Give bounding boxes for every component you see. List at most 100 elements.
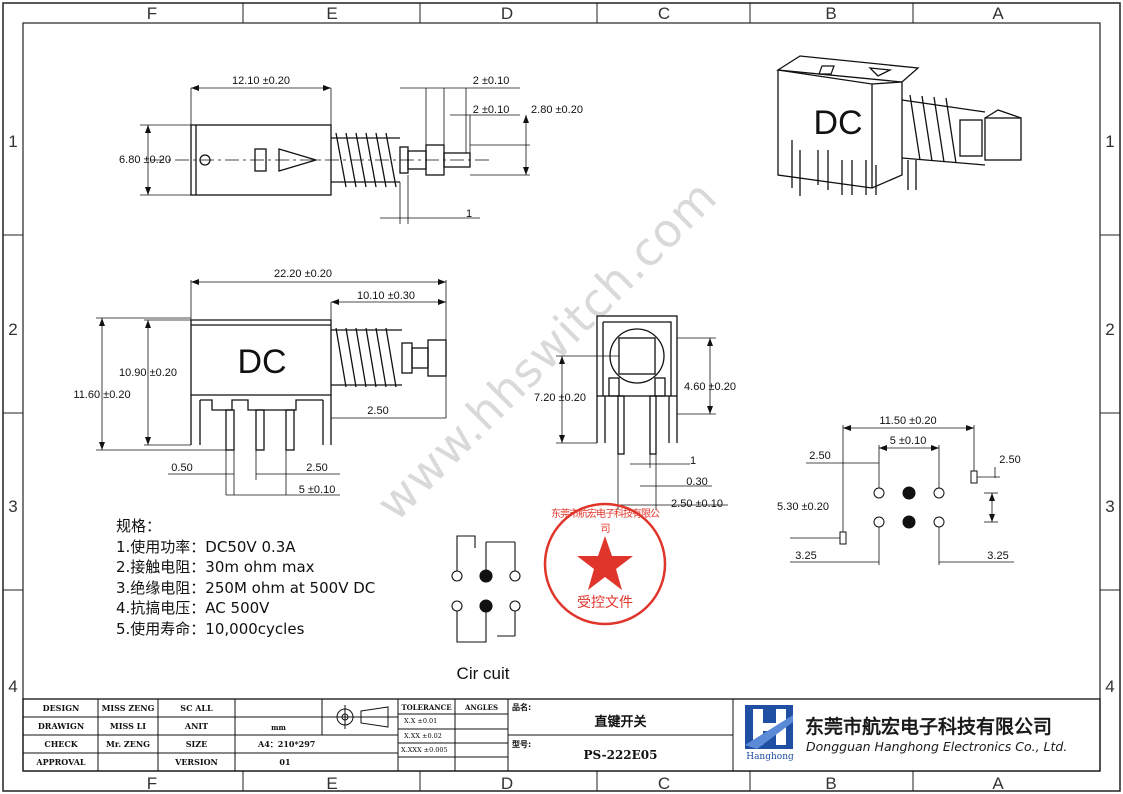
zone-label-bottom-e: E	[326, 774, 337, 793]
spec-title: 规格：	[116, 517, 162, 535]
zone-label-right-4: 4	[1105, 677, 1114, 696]
footprint-dimensions	[790, 425, 1014, 565]
top-view	[150, 124, 490, 196]
dim-fp-right-offset: 2.50	[999, 454, 1020, 466]
zone-label-bottom-f: F	[147, 774, 157, 793]
iso-view	[776, 55, 1022, 196]
zone-label-left-1: 1	[8, 132, 17, 151]
tb-check-name: Mr. ZENG	[106, 739, 150, 749]
control-stamp	[543, 502, 667, 626]
circuit-diagram	[451, 535, 521, 643]
zone-label-right-2: 2	[1105, 320, 1114, 339]
dim-top-button-width: 2 ±0.10	[473, 75, 510, 87]
tb-size-label: SIZE	[185, 739, 208, 749]
tb-drawing-name: MISS LI	[109, 721, 147, 731]
tb-approval-label: APPROVAL	[36, 757, 86, 767]
tb-unit-label: ANIT	[184, 721, 209, 731]
zone-label-left-4: 4	[8, 677, 17, 696]
spec-line: 3.绝缘电阻：250M ohm at 500V DC	[116, 578, 376, 597]
dim-top-button-step: 2 ±0.10	[473, 104, 510, 116]
tb-tolerance-header: TOLERANCE	[401, 703, 452, 712]
dim-side-pin-span: 5 ±0.10	[299, 484, 336, 496]
spec-line: 2.接触电阻：30m ohm max	[116, 558, 315, 576]
dim-end-body-height: 7.20 ±0.20	[534, 392, 586, 404]
title-block	[22, 698, 1101, 772]
company-logo	[745, 705, 793, 749]
spec-line: 5.使用寿命：10,000cycles	[116, 619, 305, 638]
tb-company-en: Dongguan Hanghong Electronics Co., Ltd.	[806, 739, 1068, 754]
zone-label-bottom-d: D	[501, 774, 513, 793]
dim-end-pin-thickness: 1	[690, 455, 696, 467]
zone-label-top-c: C	[658, 4, 670, 23]
zone-label-left-2: 2	[8, 320, 17, 339]
zone-label-bottom-a: A	[992, 774, 1004, 793]
dim-fp-right-edge: 3.25	[987, 550, 1008, 562]
iso-view-marking: DC	[813, 104, 862, 142]
side-view-dimensions	[96, 279, 447, 496]
zone-label-right-1: 1	[1105, 132, 1114, 151]
projection-symbol	[333, 705, 389, 729]
tb-tolerance-3: X.XXX ±0.005	[401, 746, 448, 754]
dim-fp-width: 11.50 ±0.20	[879, 415, 936, 427]
tb-product-name: 直键开关	[594, 715, 647, 730]
dim-side-plunger-length: 10.10 ±0.30	[357, 290, 415, 302]
dim-side-pin-width: 0.50	[171, 462, 192, 474]
dim-fp-left-offset: 2.50	[809, 450, 830, 462]
footprint	[839, 470, 978, 545]
end-view	[596, 315, 678, 455]
circuit-label: Cir cuit	[457, 664, 510, 683]
zone-label-right-3: 3	[1105, 497, 1114, 516]
dim-side-body-height: 10.90 ±0.20	[119, 367, 177, 379]
zone-label-top-b: B	[825, 4, 836, 23]
zone-label-top-e: E	[326, 4, 337, 23]
tb-model-label: 型号:	[512, 740, 532, 749]
dim-end-pin-pitch: 2.50 ±0.10	[671, 498, 723, 510]
tb-size-value: A4：210*297	[258, 739, 316, 749]
zone-label-top-d: D	[501, 4, 513, 23]
spec-line: 4.抗搞电压：AC 500V	[116, 599, 270, 617]
tb-check-label: CHECK	[44, 739, 78, 749]
tb-design-label: DESIGN	[42, 703, 80, 713]
dim-end-button-height: 4.60 ±0.20	[684, 381, 736, 393]
tb-angles-header: ANGLES	[464, 703, 499, 712]
dim-fp-left-edge: 3.25	[795, 550, 816, 562]
dim-side-pin-pitch: 2.50	[306, 462, 327, 474]
zone-label-bottom-c: C	[658, 774, 670, 793]
side-view-marking: DC	[237, 343, 286, 381]
tb-drawing-label: DRAWIGN	[37, 721, 85, 731]
dim-side-total-length: 22.20 ±0.20	[274, 268, 332, 280]
side-view	[190, 319, 447, 451]
spec-line: 1.使用功率：DC50V 0.3A	[116, 537, 296, 556]
logo-text: Hanghong	[746, 752, 794, 762]
tb-unit-value: mm	[271, 723, 286, 732]
tb-version-label: VERSION	[175, 757, 218, 767]
dim-top-button-height: 2.80 ±0.20	[531, 104, 583, 116]
end-view-dimensions	[556, 337, 728, 510]
dim-side-plunger-offset: 2.50	[367, 405, 388, 417]
spec-block: 规格： 1.使用功率：DC50V 0.3A 2.接触电阻：30m ohm max…	[116, 516, 375, 639]
dim-top-length: 12.10 ±0.20	[232, 75, 290, 87]
stamp-star-icon	[577, 536, 633, 590]
stamp-company-text: 东莞市航宏电子科技有限公司	[551, 509, 660, 535]
dim-end-pin-gap: 0.30	[686, 476, 707, 488]
tb-tolerance-1: X.X ±0.01	[404, 717, 438, 725]
zone-label-top-f: F	[147, 4, 157, 23]
dim-fp-row-spacing: 5.30 ±0.20	[777, 501, 829, 513]
dim-top-body-width: 6.80 ±0.20	[119, 154, 171, 166]
tb-design-name: MISS ZENG	[101, 703, 155, 713]
tb-version-value: 01	[279, 757, 291, 767]
zone-label-bottom-b: B	[825, 774, 836, 793]
stamp-label-text: 受控文件	[577, 595, 633, 611]
tb-scale-label: SC ALL	[180, 703, 213, 713]
dim-side-total-height: 11.60 ±0.20	[73, 389, 130, 401]
dim-fp-pitch: 5 ±0.10	[890, 435, 927, 447]
dim-top-offset: 1	[466, 208, 472, 220]
top-view-dimensions	[140, 85, 530, 224]
tb-product-name-label: 品名:	[512, 703, 532, 712]
zone-label-left-3: 3	[8, 497, 17, 516]
zone-label-top-a: A	[992, 4, 1004, 23]
tb-company-cn: 东莞市航宏电子科技有限公司	[805, 716, 1053, 738]
tb-model: PS-222E05	[583, 748, 658, 762]
